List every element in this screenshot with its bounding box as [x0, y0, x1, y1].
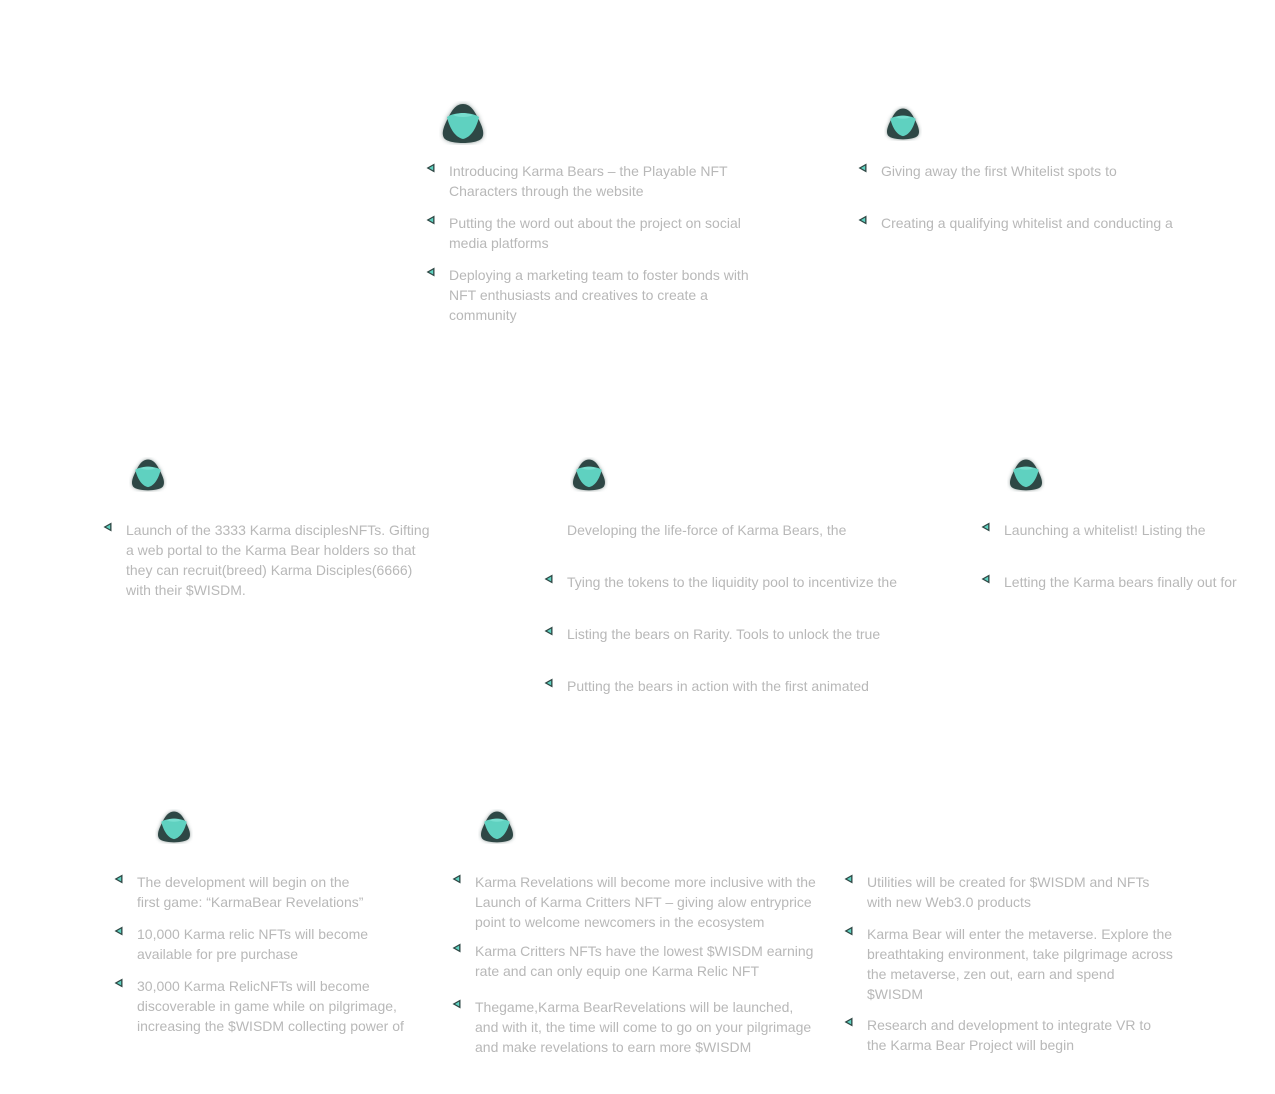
item-text: The development will begin on the first … [137, 874, 364, 910]
list-item: Launching a whitelist! Listing the [981, 520, 1261, 540]
bullet-icon [114, 926, 123, 936]
list-item: Launch of the 3333 Karma disciplesNFTs. … [103, 520, 433, 600]
phase-3-list: Launch of the 3333 Karma disciplesNFTs. … [103, 520, 433, 600]
item-text: 10,000 Karma relic NFTs will become avai… [137, 926, 369, 962]
item-text: Karma Critters NFTs have the lowest $WIS… [475, 943, 814, 979]
list-item: Research and development to integrate VR… [844, 1015, 1174, 1055]
list-item: Putting the bears in action with the fir… [544, 676, 944, 696]
item-text: Karma Revelations will become more inclu… [475, 874, 816, 930]
bullet-icon [844, 1017, 853, 1027]
list-item: Karma Revelations will become more inclu… [452, 872, 817, 932]
phase-1-list: Introducing Karma Bears – the Playable N… [426, 161, 761, 325]
item-text: Letting the Karma bears finally out for [1004, 574, 1237, 590]
list-item: Giving away the first Whitelist spots to [858, 161, 1258, 181]
bullet-icon [103, 522, 112, 532]
phase-5-list: Launching a whitelist! Listing the Letti… [981, 520, 1261, 592]
phase-5-emblem-icon [1007, 457, 1045, 492]
item-text: Karma Bear will enter the metaverse. Exp… [867, 926, 1173, 1002]
item-text: Research and development to integrate VR… [867, 1017, 1152, 1053]
list-item: Putting the word out about the project o… [426, 213, 761, 251]
bullet-icon [858, 163, 867, 173]
phase-7-emblem-icon [478, 809, 516, 844]
item-text: Giving away the first Whitelist spots to [881, 163, 1117, 179]
item-text: Creating a qualifying whitelist and cond… [881, 215, 1173, 231]
item-text: Listing the bears on Rarity. Tools to un… [567, 626, 881, 642]
bullet-icon [114, 874, 123, 884]
phase-3-emblem-icon [129, 457, 167, 492]
bullet-icon [844, 874, 853, 884]
list-item: Letting the Karma bears finally out for [981, 572, 1261, 592]
phase-6-emblem-icon [155, 809, 193, 844]
phase-6-list: The development will begin on the first … [114, 872, 414, 1036]
list-item: Thegame,Karma BearRevelations will be la… [452, 997, 817, 1057]
item-text: Launch of the 3333 Karma disciplesNFTs. … [126, 522, 430, 598]
bullet-icon [981, 522, 990, 532]
bullet-icon [114, 978, 123, 988]
phase-4-list: Developing the life-force of Karma Bears… [544, 520, 944, 696]
item-text: Developing the life-force of Karma Bears… [567, 522, 847, 538]
list-item: Introducing Karma Bears – the Playable N… [426, 161, 761, 199]
list-item: 10,000 Karma relic NFTs will become avai… [114, 924, 377, 964]
list-item: 30,000 Karma RelicNFTs will become disco… [114, 976, 414, 1036]
bullet-icon [858, 215, 867, 225]
item-text: Launching a whitelist! Listing the [1004, 522, 1206, 538]
list-item: Creating a qualifying whitelist and cond… [858, 213, 1258, 233]
list-item: Utilities will be created for $WISDM and… [844, 872, 1174, 912]
bullet-icon [981, 574, 990, 584]
phase-7-list: Karma Revelations will become more inclu… [452, 872, 817, 1057]
item-text: Putting the bears in action with the fir… [567, 678, 869, 694]
item-text: 30,000 Karma RelicNFTs will become disco… [137, 978, 404, 1034]
bullet-icon [452, 874, 461, 884]
phase-2-list: Giving away the first Whitelist spots to… [858, 161, 1258, 233]
list-item: The development will begin on the first … [114, 872, 367, 912]
item-text: Introducing Karma Bears – the Playable N… [449, 163, 728, 199]
list-item: Deploying a marketing team to foster bon… [426, 265, 761, 325]
item-text: Thegame,Karma BearRevelations will be la… [475, 999, 812, 1055]
bullet-icon [452, 999, 461, 1009]
phase-1-emblem-icon [439, 101, 487, 145]
phase-4-emblem-icon [570, 457, 608, 492]
bullet-icon [452, 943, 461, 953]
bullet-icon [426, 215, 435, 225]
bullet-icon [844, 926, 853, 936]
bullet-icon [544, 574, 553, 584]
item-text: Putting the word out about the project o… [449, 215, 741, 251]
bullet-icon [544, 626, 553, 636]
bullet-icon [426, 267, 435, 277]
item-text: Utilities will be created for $WISDM and… [867, 874, 1150, 910]
item-text: Deploying a marketing team to foster bon… [449, 267, 749, 323]
phase-2-emblem-icon [884, 106, 922, 141]
bullet-icon [426, 163, 435, 173]
phase-8-list: Utilities will be created for $WISDM and… [844, 872, 1174, 1055]
list-item: Listing the bears on Rarity. Tools to un… [544, 624, 944, 644]
item-text: Tying the tokens to the liquidity pool t… [567, 574, 897, 590]
list-item: Developing the life-force of Karma Bears… [544, 520, 944, 540]
list-item: Karma Critters NFTs have the lowest $WIS… [452, 941, 817, 981]
bullet-icon [544, 678, 553, 688]
list-item: Tying the tokens to the liquidity pool t… [544, 572, 944, 592]
list-item: Karma Bear will enter the metaverse. Exp… [844, 924, 1174, 1004]
